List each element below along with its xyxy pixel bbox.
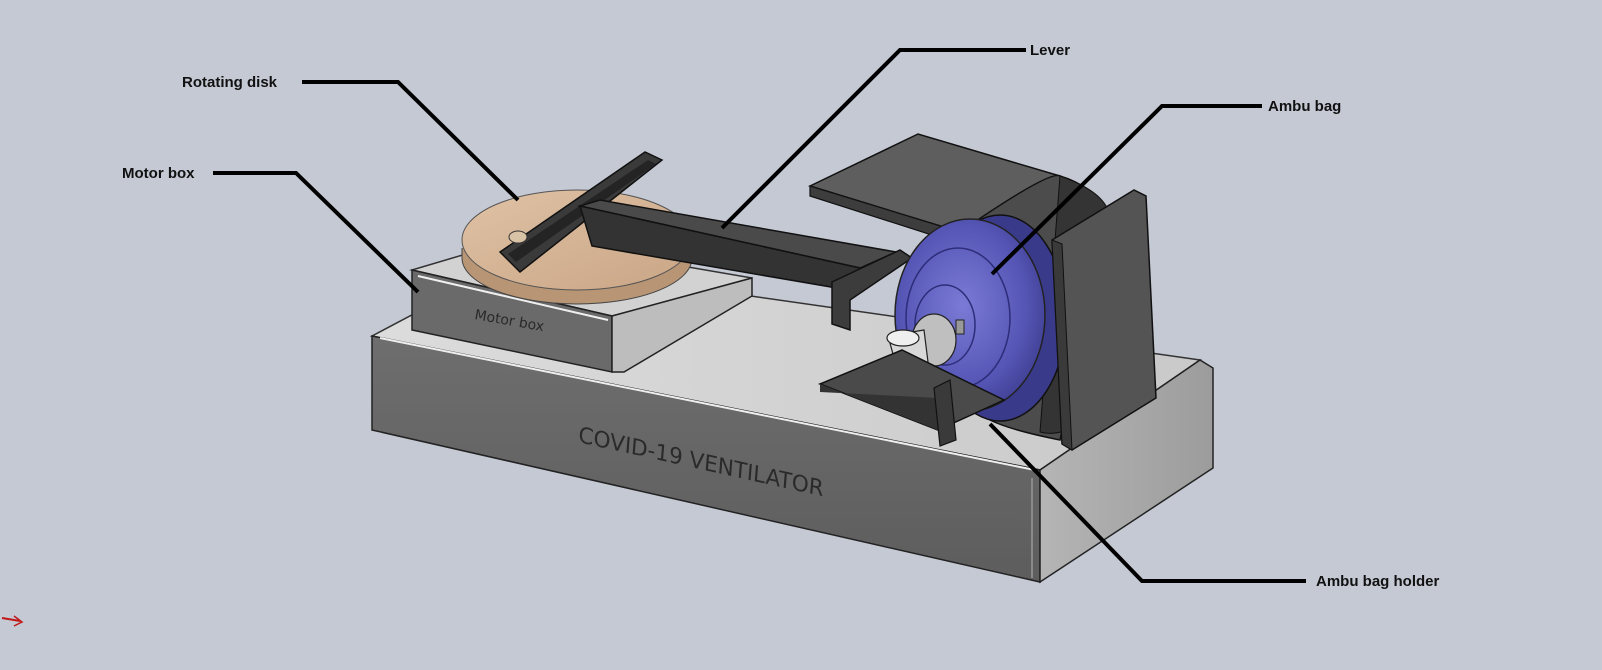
label-ambu-bag-holder: Ambu bag holder xyxy=(1316,573,1439,590)
callout-rotating-disk: Rotating disk xyxy=(182,74,520,202)
ambu-bag-holder xyxy=(817,189,1157,451)
axis-triad-icon xyxy=(1,615,24,627)
callout-ambu-bag-holder: Ambu bag holder xyxy=(988,422,1439,590)
callout-ambu-bag: Ambu bag xyxy=(990,98,1341,276)
base-side xyxy=(1039,359,1214,584)
label-lever: Lever xyxy=(1030,42,1070,59)
label-rotating-disk: Rotating disk xyxy=(182,74,278,91)
lever-end xyxy=(831,249,914,332)
callout-motor-box: Motor box xyxy=(122,165,420,294)
label-ambu-bag: Ambu bag xyxy=(1268,98,1341,115)
lever xyxy=(577,199,914,332)
motor-box-side xyxy=(611,277,753,373)
label-motor-box: Motor box xyxy=(122,165,195,182)
callout-lever: Lever xyxy=(720,42,1070,230)
